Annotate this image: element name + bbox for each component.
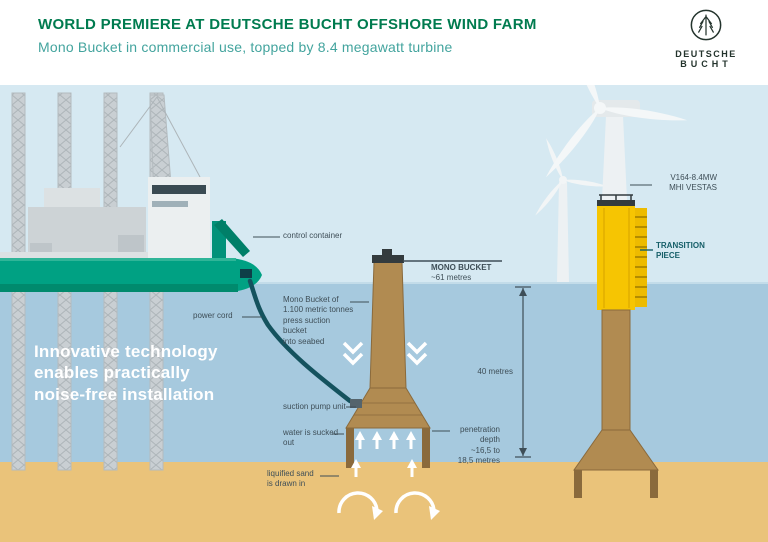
logo-text-line2: BUCHT — [680, 59, 732, 69]
background-turbine — [535, 138, 608, 282]
label-mono-bucket-name: MONO BUCKET — [431, 263, 492, 272]
seabed — [0, 462, 768, 542]
bucket-skirt-right — [422, 428, 430, 468]
label-transition-piece: TRANSITION PIECE — [656, 241, 705, 261]
turbine-tower — [602, 116, 627, 200]
tagline: Innovative technology enables practicall… — [34, 342, 218, 404]
label-water-depth: 40 metres — [477, 367, 513, 376]
label-liquified-sand: liquified sand is drawn in — [267, 469, 314, 489]
rotor — [545, 85, 688, 178]
page-title: WORLD PREMIERE AT DEUTSCHE BUCHT OFFSHOR… — [38, 16, 537, 33]
logo-text-line1: DEUTSCHE — [675, 49, 737, 59]
measure-40m — [515, 286, 531, 458]
tree-icon — [690, 9, 722, 41]
label-control-container: control container — [283, 231, 343, 240]
label-mono-bucket-press: Mono Bucket of 1.100 metric tonnes press… — [283, 295, 354, 346]
label-power-cord: power cord — [193, 311, 233, 320]
mono-bucket — [345, 249, 431, 468]
label-suction-pump-unit: suction pump unit — [283, 402, 346, 411]
suction-pump-box — [350, 399, 362, 408]
wind-turbine — [545, 85, 688, 498]
power-cord-graphic — [240, 269, 353, 404]
bucket-skirt-left — [346, 428, 354, 468]
label-penetration-depth: penetration depth ~16,5 to 18,5 metres — [457, 425, 500, 466]
page-subtitle: Mono Bucket in commercial use, topped by… — [38, 39, 453, 55]
installed-mono-bucket — [573, 309, 659, 498]
transition-piece-graphic — [597, 194, 647, 310]
leader-lines — [242, 184, 653, 477]
illustration: Innovative technology enables practicall… — [0, 85, 768, 542]
deutsche-bucht-logo: DEUTSCHE BUCHT — [664, 8, 748, 69]
label-water-sucked-out: water is sucked out — [283, 428, 339, 448]
label-turbine-model: V164-8.4MW MHI VESTAS — [669, 173, 717, 193]
installation-vessel — [0, 177, 262, 292]
label-mono-bucket-height: ~61 metres — [431, 273, 472, 282]
ship-hull — [0, 258, 262, 292]
